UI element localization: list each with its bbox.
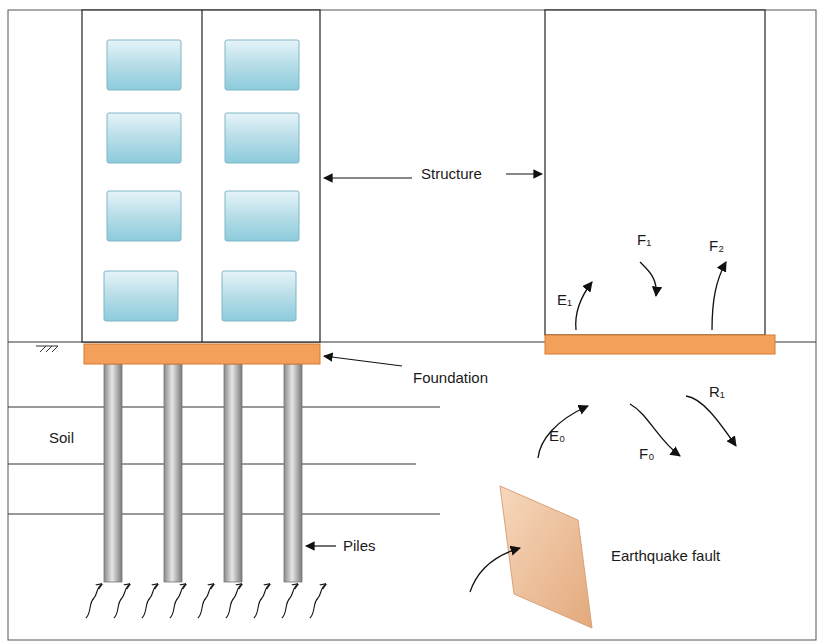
- seismic-wave: [198, 584, 214, 618]
- annotation-label: Structure: [420, 166, 483, 183]
- annotation-label: F₂: [708, 238, 725, 255]
- annotation-label: F₀: [638, 446, 655, 463]
- annotation-label: F₁: [636, 232, 652, 249]
- seismic-wave: [142, 584, 158, 618]
- annotation-label: Earthquake fault: [610, 548, 721, 565]
- annotation-label: R₁: [708, 384, 726, 401]
- annotation-label: Piles: [342, 538, 377, 555]
- annotation-label: E₁: [556, 292, 573, 309]
- annotation-label: Soil: [48, 430, 75, 447]
- seismic-wave: [86, 584, 102, 618]
- annotation-label: E₀: [548, 428, 566, 445]
- seismic-wave: [114, 584, 130, 618]
- seismic-wave: [282, 584, 298, 618]
- seismic-wave: [170, 584, 186, 618]
- seismic-wave: [310, 584, 326, 618]
- annotation-label: Foundation: [412, 370, 489, 387]
- seismic-wave: [254, 584, 270, 618]
- seismic-wave: [226, 584, 242, 618]
